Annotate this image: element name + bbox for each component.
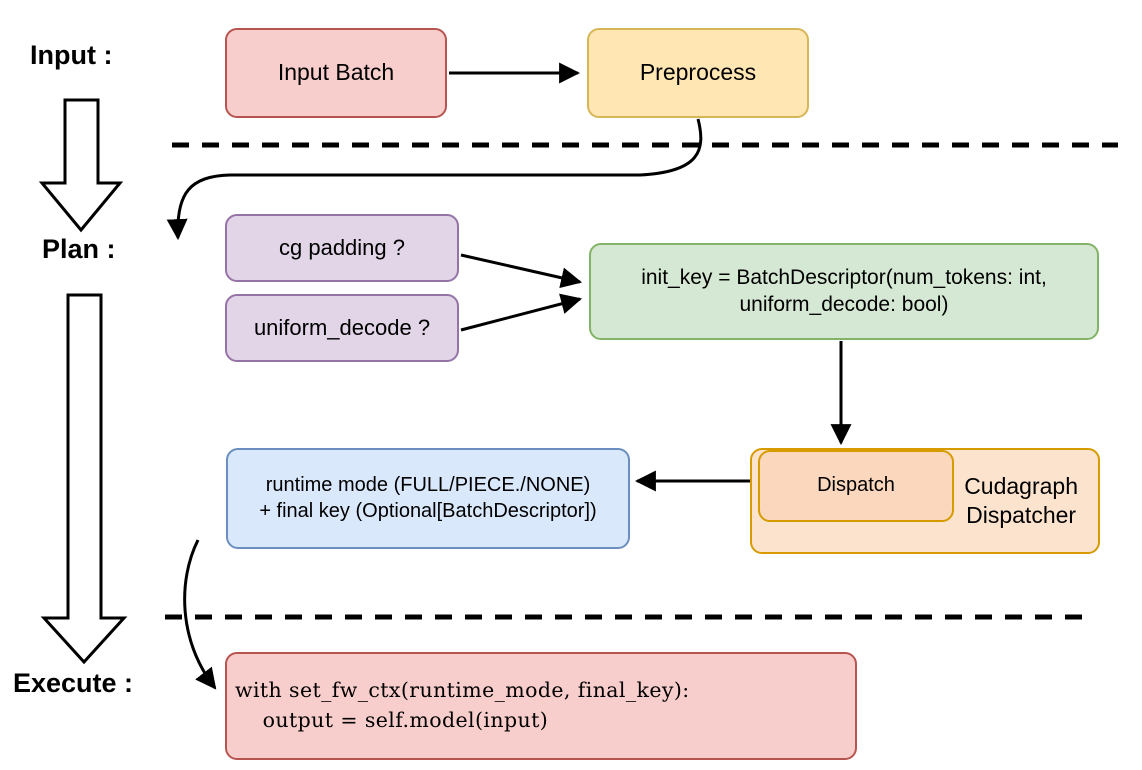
edge-runtime-mode-to-code-block — [183, 539, 217, 690]
node-preprocess[interactable]: Preprocess — [587, 28, 809, 118]
node-code-block[interactable]: with set_fw_ctx(runtime_mode, final_key)… — [225, 652, 857, 760]
stage-label-input: Input : — [30, 40, 113, 70]
node-input-batch[interactable]: Input Batch — [225, 28, 447, 118]
node-init-key[interactable]: init_key = BatchDescriptor(num_tokens: i… — [589, 243, 1099, 340]
stage-label-execute: Execute : — [13, 668, 134, 698]
input-to-plan-arrow — [38, 98, 124, 233]
stage-label-plan: Plan : — [42, 234, 116, 264]
node-dispatch[interactable]: Dispatch — [758, 450, 954, 522]
node-runtime-mode[interactable]: runtime mode (FULL/PIECE./NONE) + final … — [226, 448, 630, 549]
plan-to-execute-arrow — [40, 293, 128, 665]
edge-cg-padding-to-init-key — [460, 253, 583, 289]
node-uniform-decode[interactable]: uniform_decode ? — [225, 294, 459, 362]
edge-uniform-decode-to-init-key — [460, 293, 583, 332]
node-cg-padding[interactable]: cg padding ? — [225, 214, 459, 282]
